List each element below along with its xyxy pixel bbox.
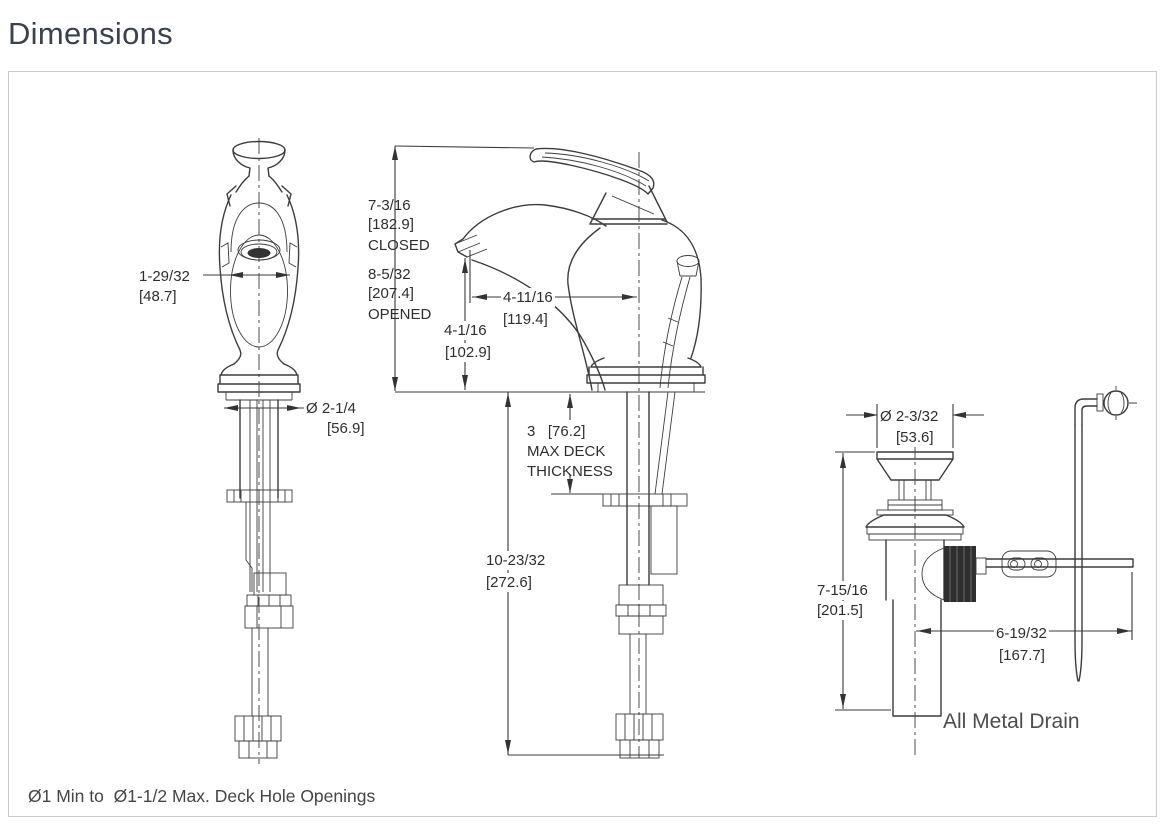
drain-caption: All Metal Drain (943, 710, 1080, 733)
dim-max-deck-label-2: THICKNESS (527, 463, 613, 480)
dim-rod-length-inches: 6-19/32 (994, 624, 1049, 643)
dim-drain-diameter-mm: [53.6] (894, 428, 936, 447)
dim-height-closed-inches: 7-3/16 (368, 197, 411, 214)
dim-drain-diameter-inches: Ø 2-3/32 (878, 407, 941, 426)
dim-drain-height-inches: 7-15/16 (815, 581, 870, 600)
dim-drain-height-mm: [201.5] (815, 601, 865, 620)
dim-height-opened-inches: 8-5/32 (368, 266, 411, 283)
dim-height-opened-mm: [207.4] (368, 285, 414, 302)
dim-base-diameter-mm: [56.9] (327, 420, 365, 437)
dim-front-width-mm: [48.7] (139, 288, 177, 305)
dim-height-closed-state: CLOSED (368, 237, 430, 254)
dim-spout-reach-inches: 4-11/16 (501, 288, 555, 307)
diagram-frame (8, 71, 1157, 817)
dim-max-deck-value: 3 [76.2] (527, 423, 586, 440)
dim-spout-height-inches: 4-1/16 (442, 321, 489, 340)
dim-spout-reach-mm: [119.4] (503, 311, 548, 328)
dim-base-diameter-inches: Ø 2-1/4 (306, 400, 357, 417)
dim-below-deck-mm: [272.6] (484, 573, 534, 592)
dim-max-deck-label-1: MAX DECK (527, 443, 606, 460)
drain-assembly-drawing (835, 386, 1137, 758)
dim-front-width-inches: 1-29/32 (139, 268, 190, 285)
faucet-front-view-drawing (203, 138, 304, 764)
page-title: Dimensions (8, 16, 173, 51)
dim-below-deck-inches: 10-23/32 (484, 551, 548, 570)
dim-height-closed-mm: [182.9] (368, 216, 414, 233)
deck-hole-footnote: Ø1 Min to Ø1-1/2 Max. Deck Hole Openings (28, 786, 376, 806)
dim-spout-height-mm: [102.9] (443, 343, 493, 362)
dim-rod-length-mm: [167.7] (997, 646, 1047, 665)
dim-height-opened-state: OPENED (368, 306, 432, 323)
